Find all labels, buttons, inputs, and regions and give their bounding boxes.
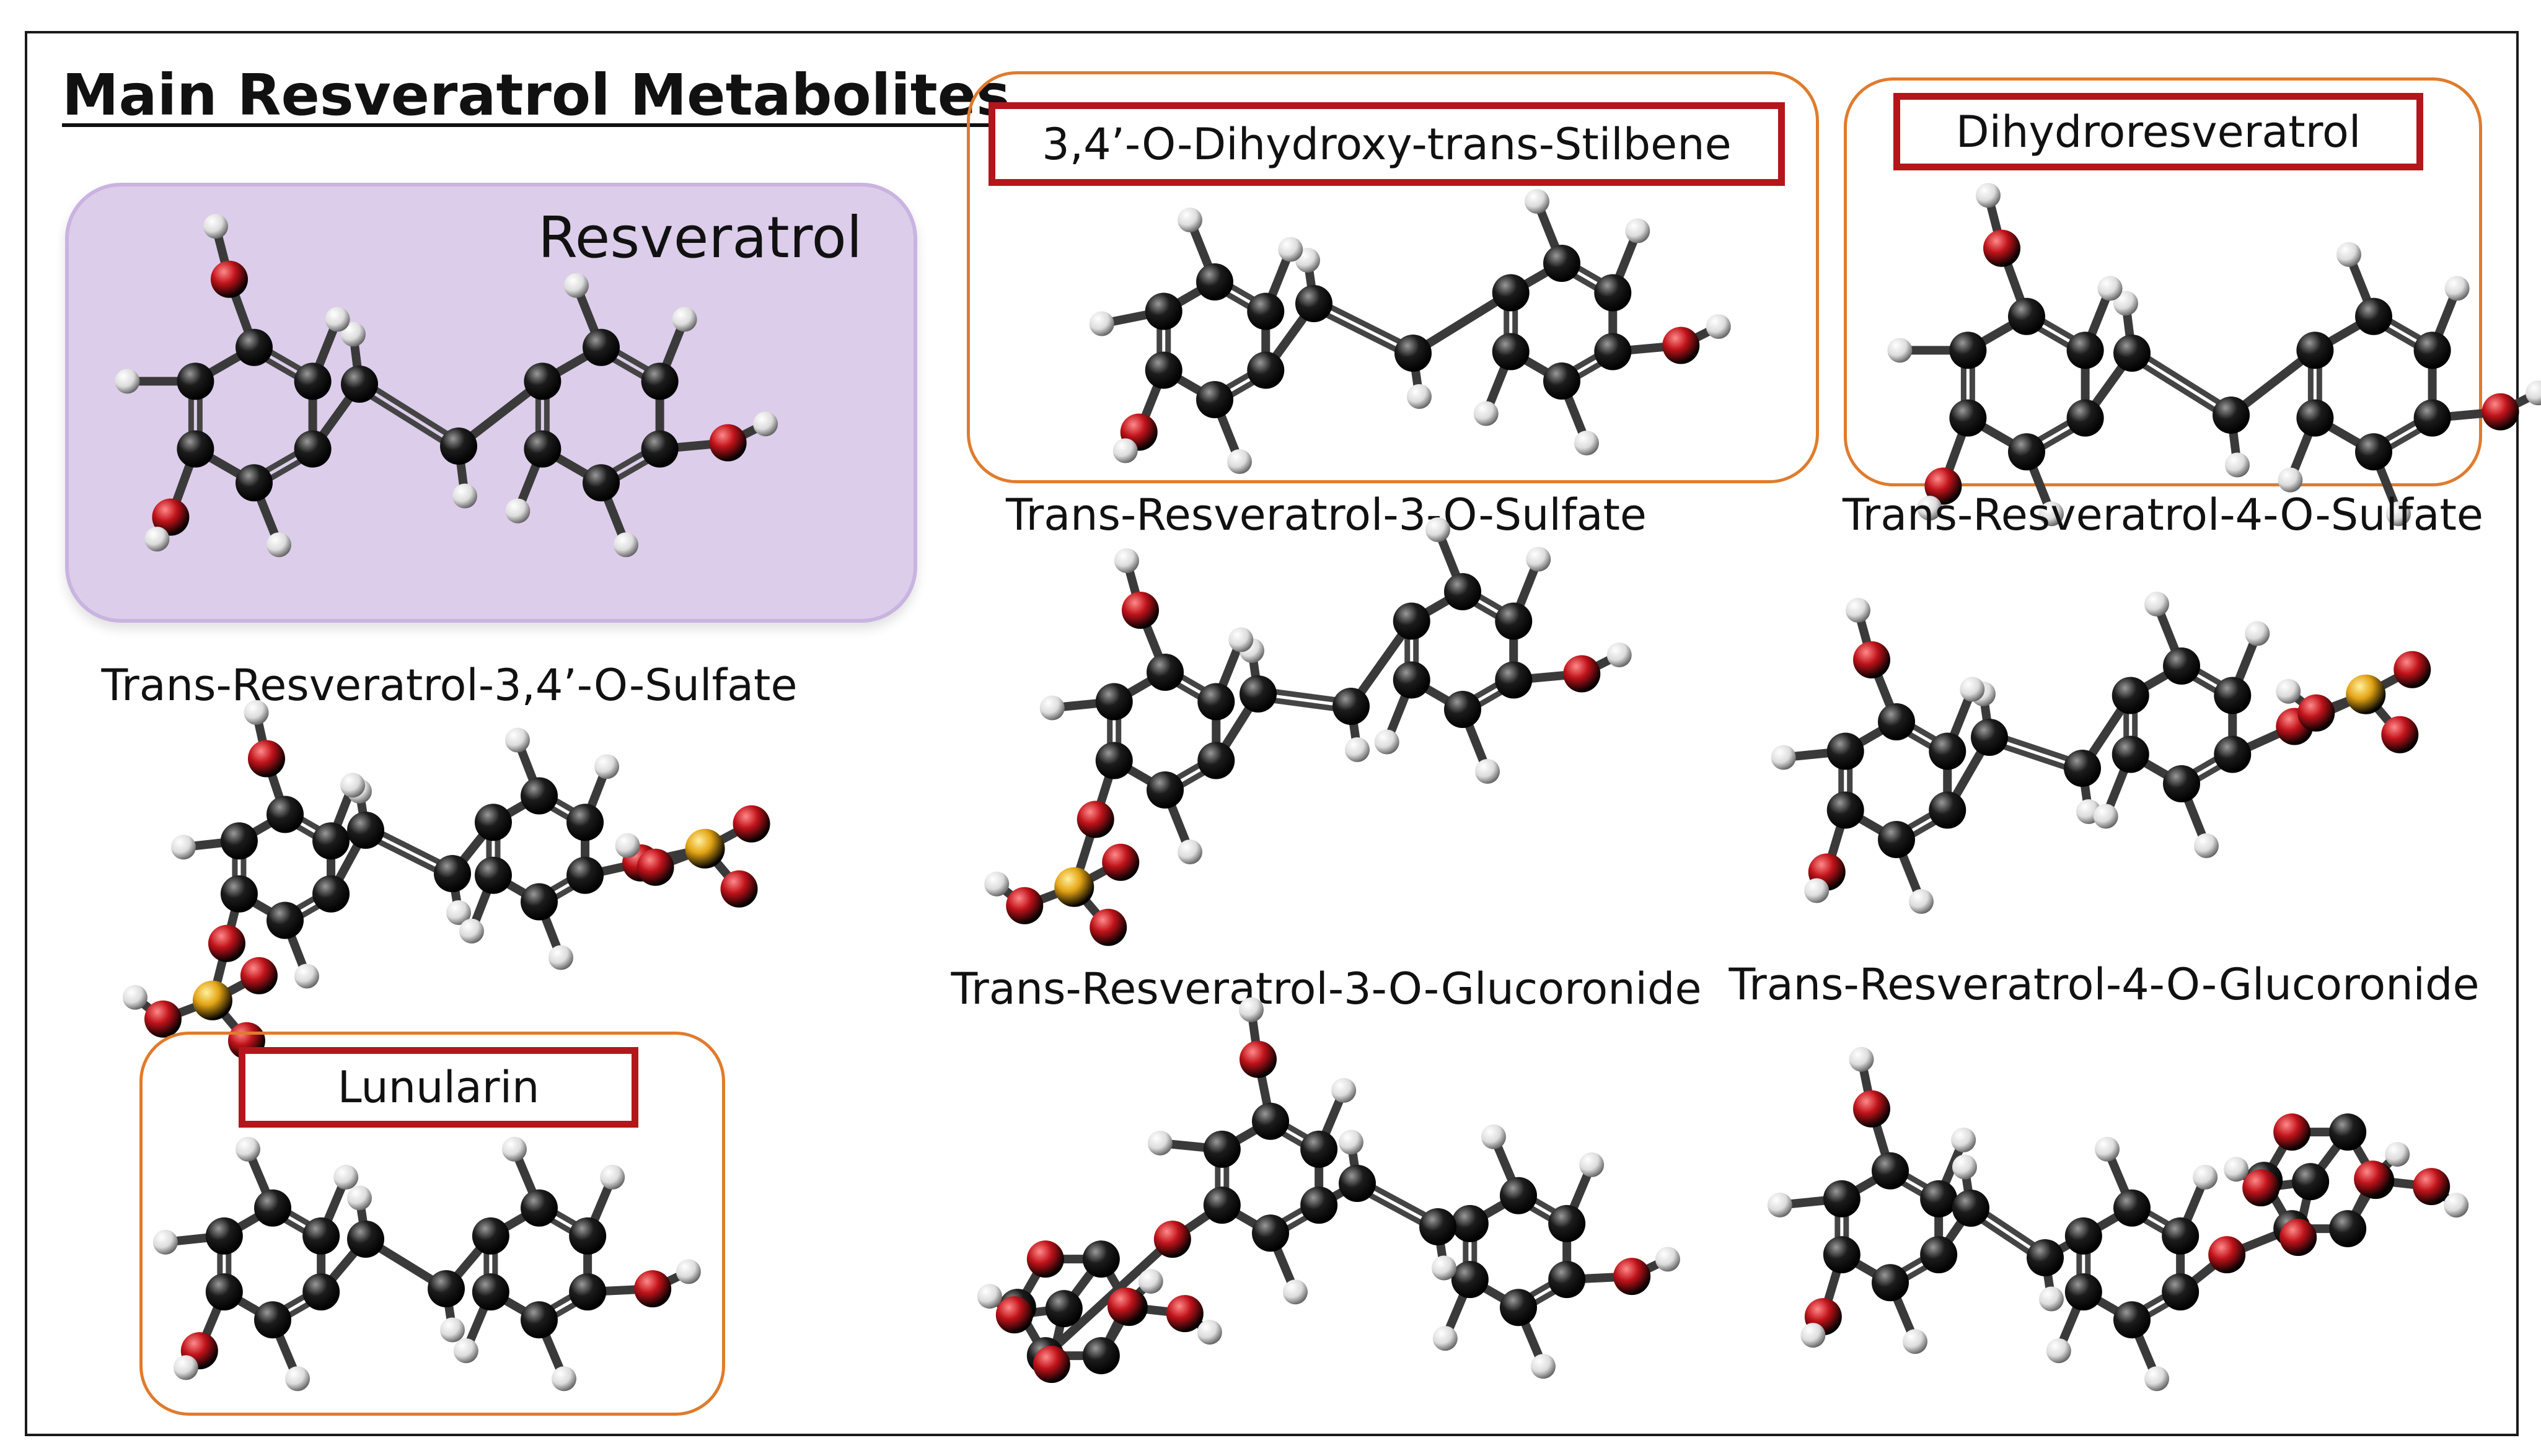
glucuronide-4-label: Trans-Resveratrol-4-O-Glucoronide	[1728, 959, 2480, 1010]
resveratrol-label: Resveratrol	[538, 204, 863, 271]
lunularin-panel	[139, 1032, 725, 1416]
glucuronide-4-molecule	[1767, 1046, 2469, 1392]
page-title: Main Resveratrol Metabolites	[62, 62, 1010, 128]
dihydroresveratrol-molecule	[1887, 183, 2541, 527]
lunularin-molecule	[152, 1136, 701, 1392]
dihydroxy-stilbene-molecule	[1089, 189, 1731, 474]
glucuronide-3-molecule	[977, 997, 1680, 1384]
sulfate-4-label: Trans-Resveratrol-4-O-Sulfate	[1842, 489, 2484, 540]
dihydroresveratrol-label: Dihydroresveratrol	[1893, 93, 2423, 170]
lunularin-label: Lunularin	[239, 1047, 638, 1128]
sulfate-3-molecule	[984, 517, 1632, 946]
resveratrol-panel	[65, 183, 917, 623]
figure-frame	[25, 31, 2519, 1436]
dihydroxy-stilbene-panel	[967, 71, 1819, 483]
sulfate-34-molecule	[122, 700, 770, 1059]
sulfate-4-molecule	[1771, 592, 2431, 914]
sulfate-34-label: Trans-Resveratrol-3,4’-O-Sulfate	[101, 660, 798, 711]
resveratrol-molecule	[115, 214, 778, 558]
sulfate-3-label: Trans-Resveratrol-3-O-Sulfate	[1005, 489, 1647, 540]
dihydroresveratrol-panel	[1844, 77, 2482, 486]
glucuronide-3-label: Trans-Resveratrol-3-O-Glucoronide	[951, 963, 1702, 1014]
dihydroxy-stilbene-label: 3,4’-O-Dihydroxy-trans-Stilbene	[989, 102, 1785, 186]
